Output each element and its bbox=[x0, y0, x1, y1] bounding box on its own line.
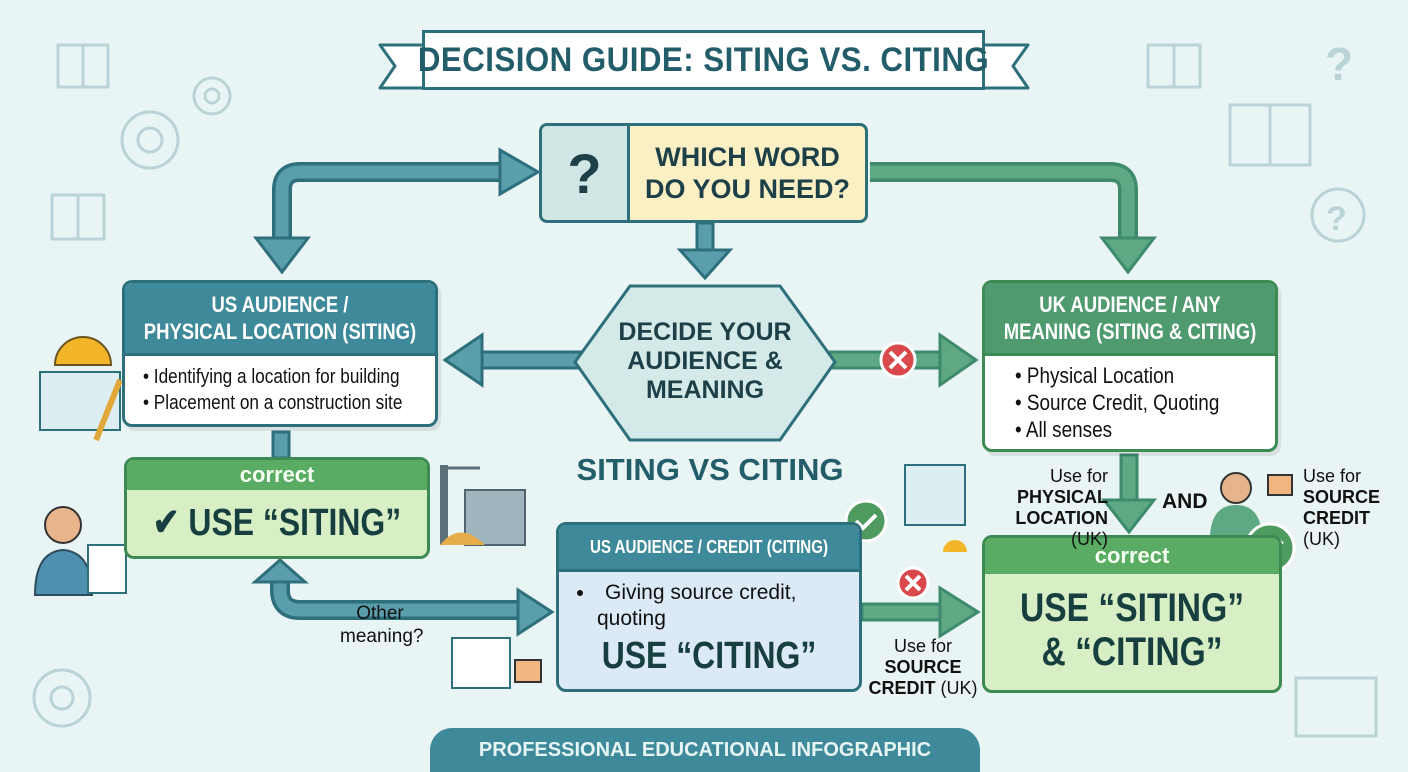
decision-line: MEANING bbox=[645, 376, 765, 404]
svg-text:?: ? bbox=[1326, 200, 1347, 238]
answer-text: USE “CITING” bbox=[601, 635, 817, 677]
note-text: Use for bbox=[1049, 466, 1108, 486]
decision-line: AUDIENCE & bbox=[627, 347, 783, 375]
note-bold: LOCATION bbox=[1015, 508, 1108, 528]
list-item: Physical Location bbox=[1015, 362, 1213, 389]
decorative-icons bbox=[32, 43, 1378, 738]
box-header: US AUDIENCE / bbox=[211, 292, 349, 317]
page-title: DECISION GUIDE: SITING VS. CITING bbox=[418, 30, 989, 90]
correct-label: correct bbox=[127, 460, 427, 490]
note-bold: PHYSICAL bbox=[1016, 487, 1108, 507]
wrong-x-icon bbox=[896, 566, 930, 600]
decision-line: DECIDE YOUR bbox=[618, 318, 792, 346]
wrong-x-icon bbox=[879, 341, 917, 379]
correct-label: correct bbox=[985, 538, 1279, 574]
page-title-text: DECISION GUIDE: SITING VS. CITING bbox=[417, 40, 990, 79]
note-bold: SOURCE bbox=[884, 657, 962, 677]
note-text: Use for bbox=[1303, 466, 1362, 486]
and-label: AND bbox=[1162, 490, 1208, 513]
checkmark-icon: ✔ bbox=[152, 502, 180, 544]
note-bold: CREDIT bbox=[1303, 508, 1370, 528]
note-bold: SOURCE bbox=[1303, 487, 1381, 507]
note-text: Other bbox=[356, 603, 404, 624]
center-label: SITING VS CITING bbox=[576, 452, 844, 487]
decision-node: DECIDE YOUR AUDIENCE & MEANING bbox=[590, 318, 820, 405]
use-both-box: correct USE “SITING”& “CITING” bbox=[982, 535, 1282, 693]
list-item: Source Credit, Quoting bbox=[1015, 389, 1219, 416]
box-header: US AUDIENCE / CREDIT (CITING) bbox=[589, 537, 829, 557]
list-item: Giving source credit, bbox=[577, 580, 859, 606]
us-siting-box: US AUDIENCE /PHYSICAL LOCATION (SITING) … bbox=[122, 280, 438, 427]
answer-text: USE “SITING” bbox=[1019, 586, 1245, 630]
box-header: UK AUDIENCE / ANY bbox=[1039, 292, 1221, 317]
answer-text: USE “SITING” bbox=[188, 502, 402, 544]
use-siting-box: correct ✔ USE “SITING” bbox=[124, 457, 430, 559]
us-citing-box: US AUDIENCE / CREDIT (CITING) Giving sou… bbox=[556, 522, 862, 692]
answer-text: & “CITING” bbox=[1041, 630, 1223, 674]
footer-banner: PROFESSIONAL EDUCATIONAL INFOGRAPHIC bbox=[430, 728, 980, 772]
note-text: Use for bbox=[893, 636, 953, 656]
question-line: DO YOU NEED? bbox=[644, 174, 851, 204]
note-text: (UK) bbox=[1071, 529, 1108, 549]
question-line: WHICH WORD bbox=[655, 142, 840, 172]
question-mark-icon: ? bbox=[542, 126, 630, 220]
construction-illustrations bbox=[33, 336, 1293, 689]
note-text: meaning? bbox=[340, 626, 424, 647]
note-text: (UK) bbox=[1303, 529, 1340, 549]
note-bold: CREDIT bbox=[868, 678, 936, 698]
box-header: MEANING (SITING & CITING) bbox=[1003, 319, 1257, 344]
note-text: (UK) bbox=[940, 678, 978, 698]
list-item: Identifying a location for building bbox=[143, 364, 400, 390]
list-item: quoting bbox=[597, 607, 666, 630]
box-header: PHYSICAL LOCATION (SITING) bbox=[143, 319, 417, 344]
svg-text:?: ? bbox=[1325, 38, 1353, 90]
list-item: All senses bbox=[1015, 416, 1213, 443]
list-item: Placement on a construction site bbox=[143, 390, 403, 416]
